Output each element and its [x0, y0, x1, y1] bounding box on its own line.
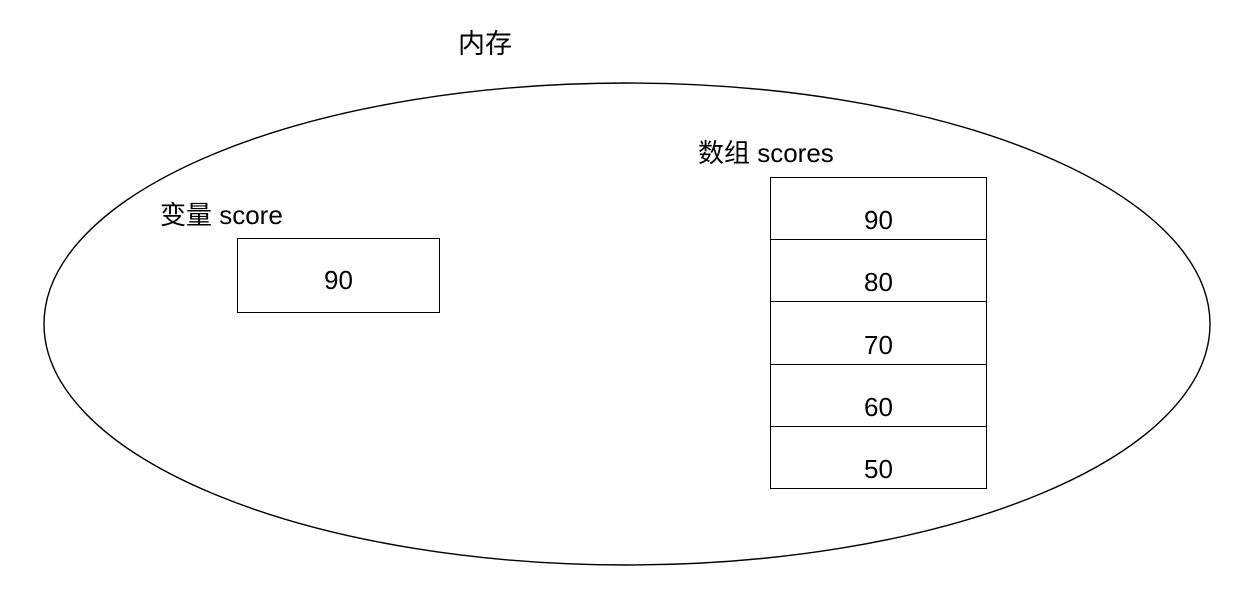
ellipse-shape: [43, 82, 1211, 566]
array-cell: 90: [771, 178, 986, 241]
array-cell-value: 50: [864, 454, 893, 485]
array-cell: 80: [771, 240, 986, 303]
array-cell-value: 90: [864, 205, 893, 236]
array-box: 90 80 70 60 50: [770, 177, 987, 489]
array-cell: 70: [771, 302, 986, 365]
variable-value: 90: [324, 265, 353, 295]
array-label: 数组 scores: [698, 138, 834, 168]
variable-label: 变量 score: [160, 200, 283, 230]
array-cell: 60: [771, 365, 986, 427]
variable-box: 90: [237, 238, 440, 313]
array-cell-value: 80: [864, 267, 893, 298]
array-cell-value: 70: [864, 329, 893, 360]
page-title: 内存: [458, 29, 512, 59]
array-cell: 50: [771, 427, 986, 488]
array-cell-value: 60: [864, 391, 893, 422]
